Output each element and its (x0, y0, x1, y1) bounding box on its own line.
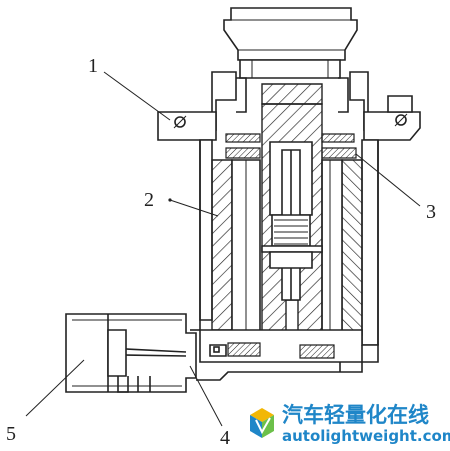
side-connector (65, 313, 197, 393)
leader-line-2 (169, 199, 219, 217)
leader-line-1 (103, 71, 171, 121)
mounting-flange (157, 95, 421, 141)
callout-5: 5 (6, 423, 16, 445)
top-cap (223, 7, 358, 79)
bottom-plate (184, 329, 379, 381)
callout-1: 1 (88, 55, 98, 77)
watermark-url-text: autolightweight.com (282, 427, 450, 445)
leader-dot-2 (168, 198, 172, 202)
watermark-chinese-text: 汽车轻量化在线 (282, 403, 429, 427)
callout-4: 4 (220, 427, 230, 449)
callout-3: 3 (426, 201, 436, 223)
return-spring (261, 214, 323, 269)
leader-line-3 (355, 153, 421, 207)
seal-rings (225, 133, 357, 159)
callout-2: 2 (144, 189, 154, 211)
watermark: 汽车轻量化在线 autolightweight.com (250, 403, 450, 445)
leader-line-5 (25, 359, 85, 417)
outer-housing (190, 139, 379, 346)
leader-line-4 (189, 365, 223, 427)
leader-lines (25, 71, 421, 427)
watermark-cube-logo (250, 408, 274, 438)
